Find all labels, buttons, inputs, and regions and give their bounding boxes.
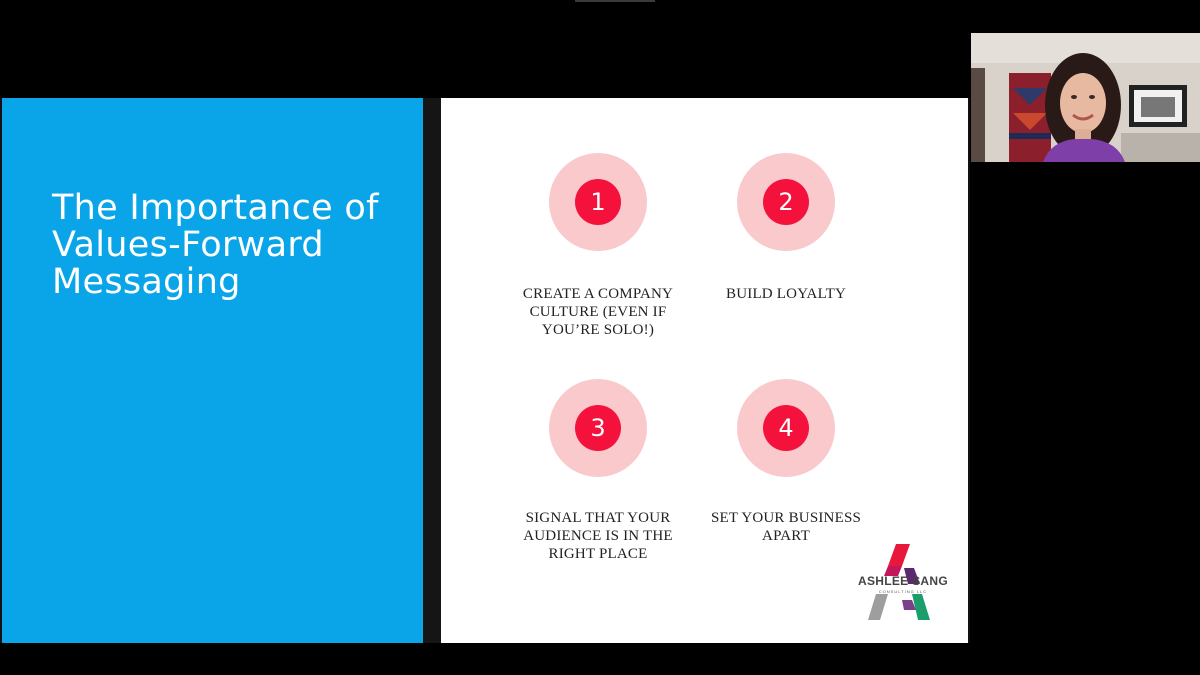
point-label-2: BUILD LOYALTY (726, 286, 846, 302)
number-2: 2 (763, 179, 809, 225)
number-1: 1 (575, 179, 621, 225)
number-4: 4 (763, 405, 809, 451)
slide-divider (423, 98, 441, 643)
presentation-slide: The Importance of Values-Forward Messagi… (0, 98, 970, 643)
number-3: 3 (575, 405, 621, 451)
point-item-3: 3 SIGNAL THAT YOUR AUDIENCE IS IN THE RI… (508, 379, 688, 563)
top-indicator (575, 0, 655, 2)
point-label-1: CREATE A COMPANY CULTURE (EVEN IF YOU’RE… (522, 286, 674, 338)
point-item-1: 1 CREATE A COMPANY CULTURE (EVEN IF YOU’… (508, 153, 688, 339)
company-logo: ASHLEE SANG CONSULTING LLC (858, 544, 948, 624)
logo-mark-icon (868, 544, 930, 620)
slide-content-panel: 1 CREATE A COMPANY CULTURE (EVEN IF YOU’… (441, 98, 968, 643)
slide-title-panel: The Importance of Values-Forward Messagi… (2, 98, 423, 643)
point-label-3: SIGNAL THAT YOUR AUDIENCE IS IN THE RIGH… (523, 510, 673, 562)
slide-title: The Importance of Values-Forward Messagi… (52, 188, 379, 302)
point-item-4: 4 SET YOUR BUSINESS APART (696, 379, 876, 545)
number-badge-3: 3 (549, 379, 647, 477)
number-badge-2: 2 (737, 153, 835, 251)
number-badge-1: 1 (549, 153, 647, 251)
webcam-video-tile[interactable] (971, 33, 1200, 162)
point-item-2: 2 BUILD LOYALTY (696, 153, 876, 303)
logo-name: ASHLEE SANG (858, 574, 948, 588)
point-label-4: SET YOUR BUSINESS APART (710, 510, 862, 544)
logo-subtitle: CONSULTING LLC (878, 589, 928, 594)
number-badge-4: 4 (737, 379, 835, 477)
participant-video-icon (971, 33, 1200, 162)
